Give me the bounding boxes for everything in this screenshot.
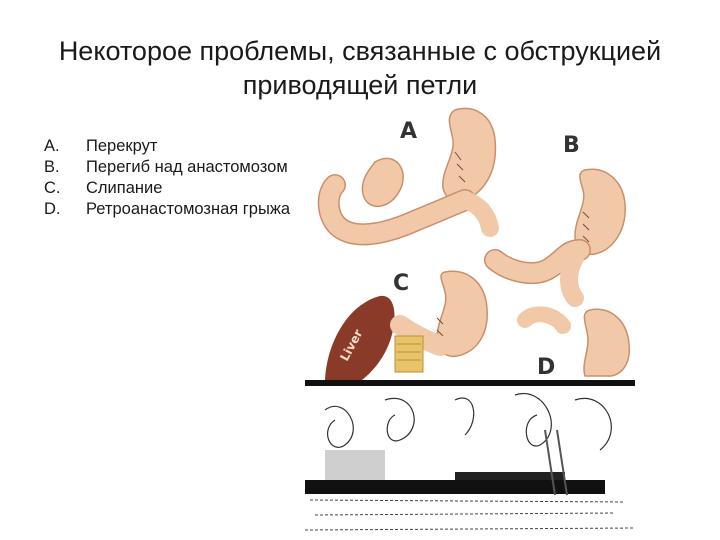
list-item: B. Перегиб над анастомозом	[44, 157, 294, 178]
causes-list: A. Перекрут B. Перегиб над анастомозом C…	[44, 136, 294, 220]
list-text: Слипание	[86, 179, 163, 197]
image-artifact-band	[305, 380, 636, 540]
list-item: A. Перекрут	[44, 136, 294, 157]
panel-d: D	[517, 306, 631, 380]
illustration-svg: A B C Liver	[305, 107, 636, 540]
stomach-d	[583, 308, 631, 377]
title-line-1: Некоторое проблемы, связанные с обструкц…	[58, 36, 662, 66]
list-text: Ретроанастомозная грыжа	[86, 200, 291, 218]
liver	[324, 295, 395, 390]
anatomy-illustration: A B C Liver	[305, 100, 645, 540]
list-text: Перегиб над анастомозом	[86, 158, 288, 176]
list-marker: A.	[44, 137, 60, 155]
stomach-a	[442, 107, 497, 202]
list-item: D. Ретроанастомозная грыжа	[44, 199, 294, 220]
panel-c: C Liver	[324, 270, 488, 390]
slide-title: Некоторое проблемы, связанные с обструкц…	[30, 34, 690, 102]
panel-label-c: C	[393, 271, 409, 296]
panel-label-d: D	[537, 355, 555, 380]
list-marker: B.	[44, 158, 60, 176]
panel-a: A	[317, 107, 499, 246]
panel-b: B	[484, 133, 626, 307]
adhesion-band	[394, 335, 424, 373]
list-text: Перекрут	[86, 137, 158, 155]
list-marker: D.	[44, 200, 61, 218]
list-marker: C.	[44, 179, 61, 197]
panel-label-b: B	[563, 133, 580, 158]
title-line-2: приводящей петли	[242, 70, 478, 100]
panel-label-a: A	[400, 119, 417, 144]
list-item: C. Слипание	[44, 178, 294, 199]
